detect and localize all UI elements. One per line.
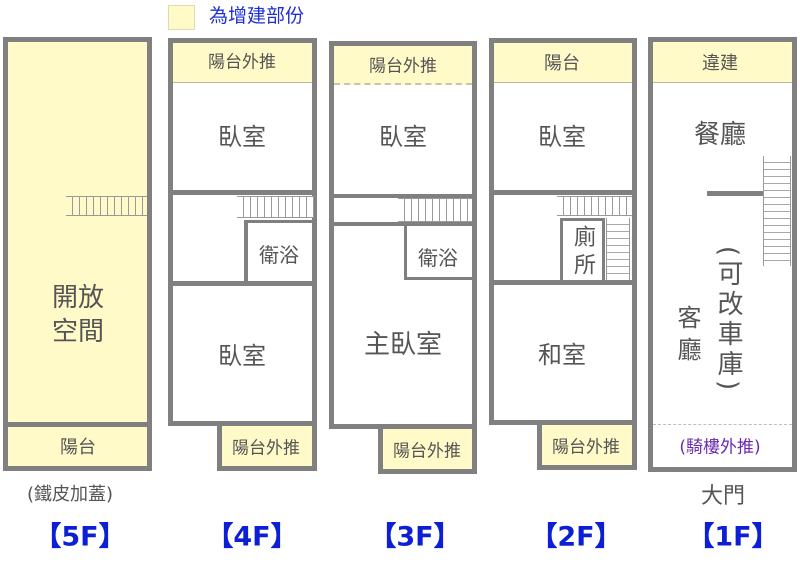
room-bedroom: 臥室: [218, 342, 266, 370]
floor-1f-arcade-line: [653, 424, 792, 425]
floor-5f-label: 【5F】: [34, 521, 126, 553]
room-arcade-note: (騎樓外推): [679, 437, 761, 458]
room-bedroom: 臥室: [218, 123, 266, 151]
floor-3f-outline: [329, 41, 477, 429]
floor-2f-wall: [494, 190, 632, 195]
room-bathroom: 衛浴: [259, 243, 299, 267]
room-open-space: 開放空間: [51, 283, 104, 347]
room-balcony: 陽台: [60, 437, 96, 458]
floor-4f-wall: [173, 190, 312, 195]
floor-5f-balcony-wall: [3, 422, 152, 427]
floor-4f-bathroom: [244, 220, 312, 284]
floor-1f-partition-wall: [707, 191, 767, 196]
room-garage-note: (可改車庫): [713, 245, 743, 395]
room-rear-balcony: 陽台外推: [393, 441, 461, 462]
room-front-balcony: 陽台外推: [208, 52, 276, 73]
room-bathroom: 衛浴: [418, 246, 458, 270]
stairs-icon: [763, 156, 791, 266]
room-rear-balcony: 陽台外推: [552, 437, 620, 458]
stairs-icon: [557, 196, 632, 216]
floor-3f-front-balcony: [334, 46, 472, 85]
floor-4f-wall: [173, 281, 312, 286]
room-bedroom: 臥室: [379, 123, 427, 151]
floor-3f-label: 【3F】: [369, 521, 461, 553]
floor-2f-wall: [494, 280, 632, 285]
floor-3f-rear-balcony: [378, 424, 477, 474]
legend-swatch: [168, 5, 195, 30]
stairs-icon: [398, 198, 472, 222]
room-toilet: 廁所: [570, 225, 595, 281]
floor-1f-illegal-addition: [653, 42, 792, 83]
stairs-icon: [237, 196, 314, 218]
floor-2f-front-balcony: [494, 43, 632, 83]
room-front-balcony: 陽台外推: [369, 56, 437, 77]
room-bedroom: 臥室: [538, 123, 586, 151]
main-door-label: 大門: [700, 484, 746, 509]
room-dining-room: 餐廳: [693, 120, 747, 150]
floor-4f-rear-balcony: [217, 421, 317, 471]
room-rear-balcony: 陽台外推: [232, 438, 300, 459]
legend-label: 為增建部份: [209, 5, 305, 27]
floor-3f-bathroom: [404, 226, 472, 280]
floor-4f-front-balcony: [173, 43, 312, 83]
room-master-bedroom: 主臥室: [363, 330, 443, 360]
floor-1f-label: 【1F】: [687, 521, 779, 553]
stairs-icon: [606, 218, 630, 280]
floor-3f-wall: [334, 194, 472, 198]
floor-2f-label: 【2F】: [530, 521, 622, 553]
floor-5f-note: (鐵皮加蓋): [26, 484, 114, 505]
room-japanese-room: 和室: [538, 341, 586, 369]
floor-3f-wall: [334, 222, 472, 226]
floor-4f-label: 【4F】: [206, 521, 298, 553]
room-illegal-addition: 違建: [702, 53, 738, 74]
floor-2f-rear-balcony: [537, 420, 637, 470]
floor-2f-toilet: [560, 218, 605, 282]
stairs-icon: [66, 196, 147, 216]
room-living-room: 客廳: [673, 305, 701, 369]
room-front-balcony: 陽台: [544, 53, 580, 74]
floor-5f-outline: [3, 37, 152, 471]
